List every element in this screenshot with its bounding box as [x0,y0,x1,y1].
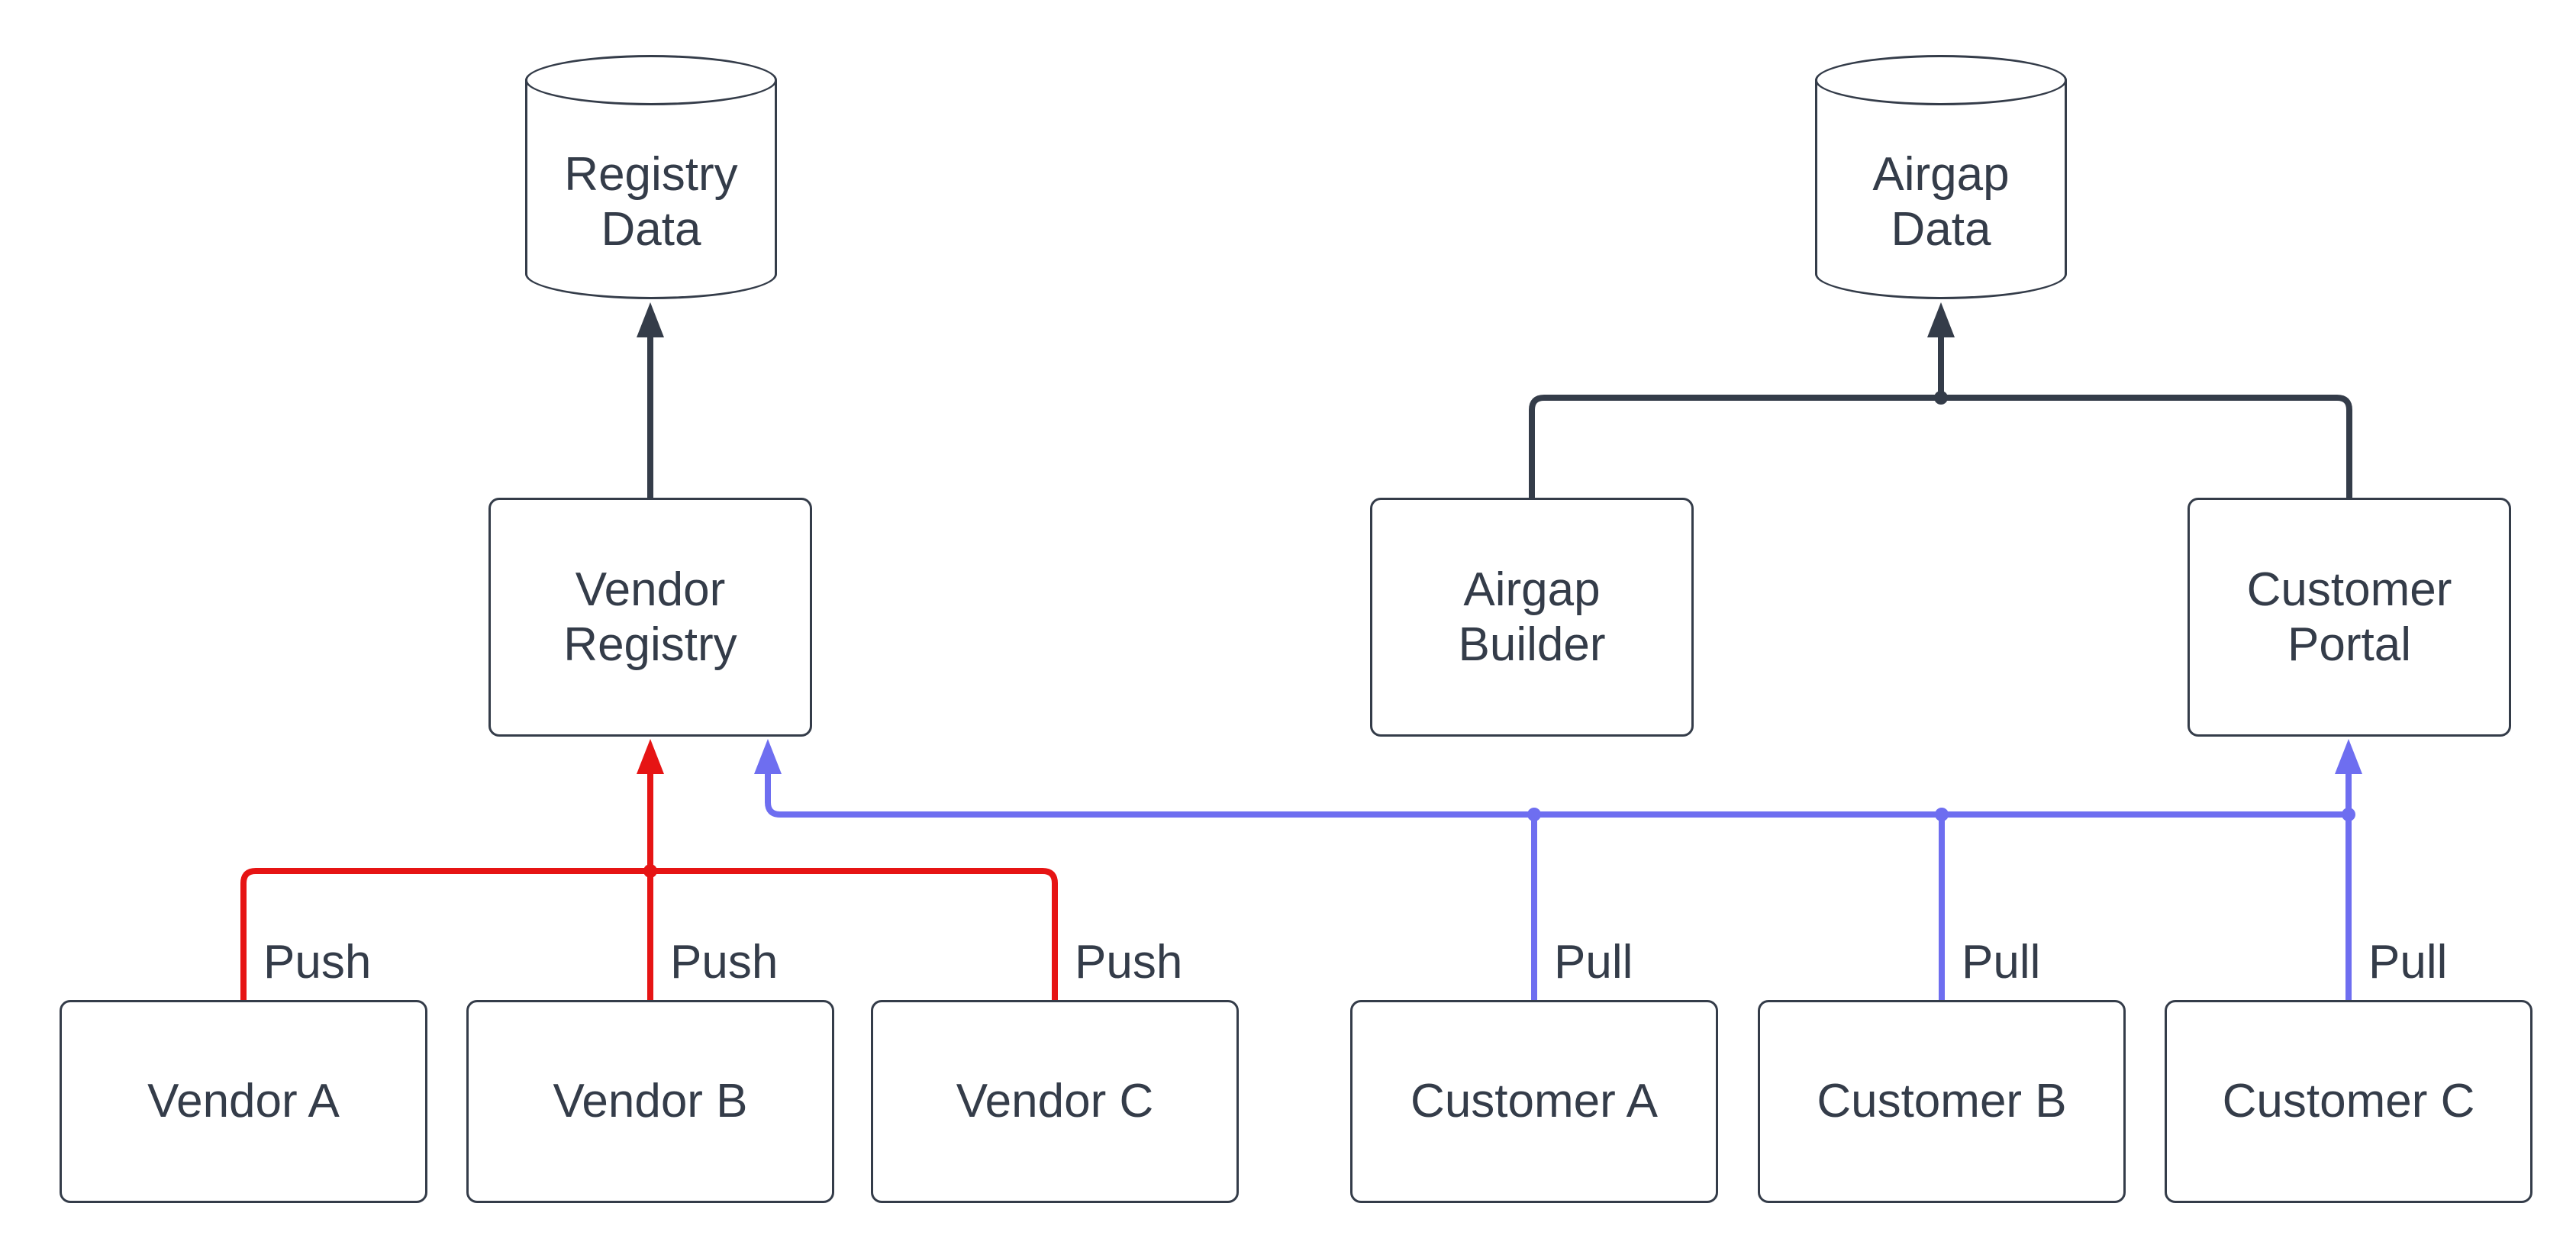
label-line: Data [601,203,701,256]
cylinder-body [1815,80,2067,299]
junction-pull-b [1935,808,1949,821]
node-label: Airgap Data [1815,105,2067,299]
edge-label-push-vendor-c: Push [1070,936,1188,989]
label-line: Vendor [575,563,726,616]
label-line: Vendor C [956,1075,1154,1127]
label-line: Registry [564,148,738,201]
junction-push [643,864,657,878]
label-line: Builder [1458,618,1606,671]
node-label: Vendor Registry [563,563,737,673]
node-airgap-builder: Airgap Builder [1370,498,1694,737]
node-label: Customer A [1411,1074,1658,1129]
node-label: Vendor B [553,1074,747,1129]
cylinder-body [525,80,777,299]
label-line: Portal [2287,618,2411,671]
node-vendor-b: Vendor B [466,1000,834,1203]
arrowhead-customer-portal-pull [2335,739,2362,774]
node-customer-c: Customer C [2165,1000,2532,1203]
label-line: Airgap [1872,148,2010,201]
node-label: Customer C [2223,1074,2475,1129]
label-line: Vendor B [553,1075,748,1127]
cylinder-top [525,55,777,105]
label-line: Customer B [1817,1075,2067,1127]
node-customer-b: Customer B [1758,1000,2126,1203]
node-vendor-registry: Vendor Registry [488,498,812,737]
node-vendor-a: Vendor A [60,1000,427,1203]
node-customer-portal: Customer Portal [2188,498,2511,737]
label-line: Data [1891,203,1991,256]
node-label: Registry Data [525,105,777,299]
node-label: Vendor C [956,1074,1154,1129]
junction-pull-c [2342,808,2355,821]
label-line: Vendor A [147,1075,340,1127]
label-line: Registry [563,618,737,671]
node-label: Customer B [1817,1074,2066,1129]
label-line: Customer A [1411,1075,1658,1127]
label-line: Airgap [1463,563,1601,616]
node-customer-a: Customer A [1350,1000,1718,1203]
edge-label-push-vendor-a: Push [259,936,376,989]
arrowhead-vendor-registry-pull [754,739,782,774]
node-label: Airgap Builder [1459,563,1606,673]
node-airgap-data: Airgap Data [1815,55,2067,299]
node-vendor-c: Vendor C [871,1000,1239,1203]
edge-label-push-vendor-b: Push [666,936,783,989]
edge-label-pull-customer-a: Pull [1549,936,1638,989]
edge-label-pull-customer-b: Pull [1957,936,2046,989]
label-line: Customer C [2222,1075,2475,1127]
junction-pull-a [1527,808,1541,821]
node-label: Vendor A [147,1074,340,1129]
junction-dark [1934,391,1948,405]
edge-customer-portal-to-junction [1941,395,2352,498]
cylinder-top [1815,55,2067,105]
edge-airgap-builder-to-junction [1529,395,1941,498]
node-registry-data: Registry Data [525,55,777,299]
label-line: Customer [2246,563,2452,616]
arrowhead-airgap-data [1927,302,1955,337]
arrowhead-vendor-registry-push [637,739,664,774]
node-label: Customer Portal [2247,563,2452,673]
edge-pull-bus [765,773,2349,818]
arrowhead-registry-data [637,302,664,337]
edge-label-pull-customer-c: Pull [2364,936,2452,989]
